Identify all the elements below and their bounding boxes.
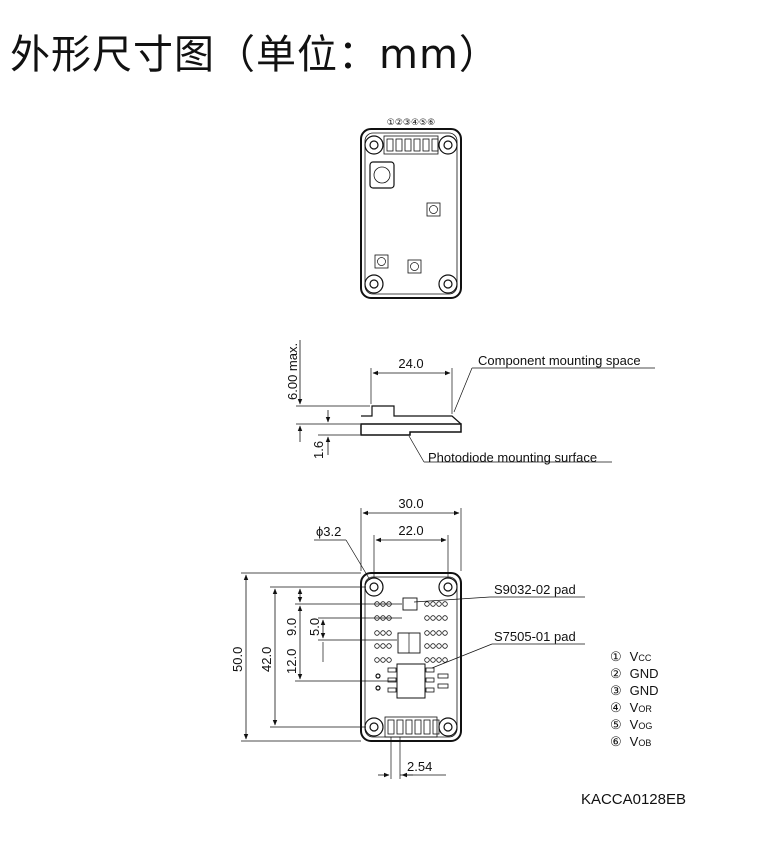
photodiode-package: [369, 161, 395, 189]
mount-hole-tr: [438, 135, 458, 155]
dim-height-max: 6.00 max.: [285, 343, 300, 400]
top-view: ①②③④⑤⑥: [360, 118, 462, 299]
pad-s9032-label: S9032-02 pad: [494, 582, 576, 597]
bottom-hole-tr: [438, 577, 458, 597]
dim-5: 5.0: [307, 618, 322, 636]
dim-width-30: 30.0: [398, 496, 423, 511]
bottom-hole-bl: [364, 717, 384, 737]
mount-hole-bl: [364, 274, 384, 294]
bottom-hole-br: [438, 717, 458, 737]
dim-pitch: 2.54: [407, 759, 432, 774]
ic-package: [396, 663, 426, 699]
dim-hole-diameter: ϕ3.2: [316, 524, 341, 539]
bottom-pin-header: [384, 716, 440, 738]
side-view: [296, 340, 655, 463]
dim-height-50: 50.0: [230, 647, 245, 672]
trimmer-vr2: [407, 259, 422, 274]
photodiode-surface-label: Photodiode mounting surface: [428, 450, 597, 465]
dim-height-42: 42.0: [259, 647, 274, 672]
pad-s7505-label: S7505-01 pad: [494, 629, 576, 644]
dim-thickness: 1.6: [311, 441, 326, 459]
side-board: [360, 423, 462, 436]
trimmer-vr3: [426, 202, 441, 217]
pad-rows: [374, 601, 448, 663]
trimmer-vr1: [374, 254, 389, 269]
page-title: 外形尺寸图（单位：mm）: [10, 32, 500, 78]
top-board-outline: [360, 128, 462, 299]
drawing-code: KACCA0128EB: [581, 791, 686, 808]
mount-hole-tl: [364, 135, 384, 155]
bottom-board-outline: [360, 572, 462, 742]
bottom-view: [241, 508, 585, 779]
dim-9: 9.0: [284, 618, 299, 636]
top-pin-header: [383, 135, 439, 155]
side-components: [361, 405, 462, 425]
pin-header-label: ①②③④⑤⑥: [387, 118, 435, 128]
top-board-inner-outline: [364, 132, 458, 295]
dim-width-22: 22.0: [398, 523, 423, 538]
s9032-pad: [402, 597, 418, 611]
mount-hole-br: [438, 274, 458, 294]
dim-12: 12.0: [284, 649, 299, 674]
component-space-label: Component mounting space: [478, 353, 641, 368]
dim-width-24: 24.0: [398, 356, 423, 371]
bottom-hole-tl: [364, 577, 384, 597]
